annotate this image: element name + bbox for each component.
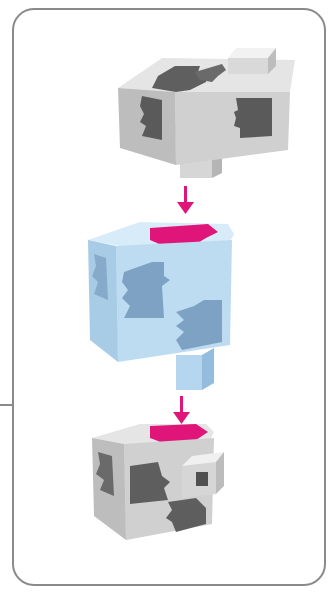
top-gray-block [118, 48, 295, 178]
top-block-front-face [175, 92, 290, 165]
middle-blue-block [88, 222, 234, 390]
middle-block-peg [176, 348, 214, 390]
top-block-left-pattern [140, 96, 162, 140]
top-block-button [228, 48, 276, 74]
down-arrow-2 [173, 396, 190, 424]
bottom-gray-block [92, 424, 224, 540]
down-arrow-1 [177, 186, 194, 214]
